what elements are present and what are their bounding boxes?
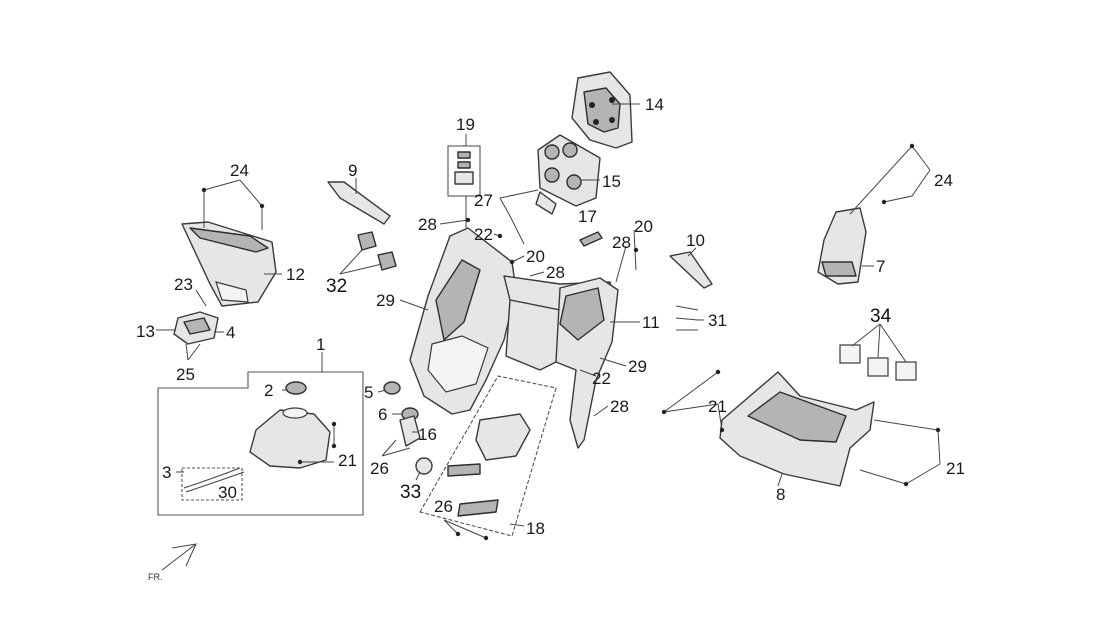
callout-4: 4 [226, 323, 235, 342]
fastener-dots [201, 143, 941, 541]
part-18-console-box [419, 375, 557, 537]
callout-1: 1 [316, 335, 325, 354]
callout-7: 7 [876, 257, 885, 276]
callout-22-top: 22 [474, 225, 493, 244]
callout-16: 16 [418, 425, 437, 444]
callout-25: 25 [176, 365, 195, 384]
callout-6: 6 [378, 405, 387, 424]
fr-label: FR. [148, 572, 163, 582]
callout-30: 30 [218, 483, 237, 502]
callout-18: 18 [526, 519, 545, 538]
small-parts-5-6-16-33 [383, 381, 433, 475]
callout-13: 13 [136, 322, 155, 341]
part-8-floor-panel [719, 371, 875, 487]
callout-29-right: 29 [628, 357, 647, 376]
callout-22-right: 22 [592, 369, 611, 388]
part-31-screws [675, 305, 699, 331]
part-15-bracket-plate [535, 134, 601, 215]
callout-10: 10 [686, 231, 705, 250]
callout-28-right: 28 [612, 233, 631, 252]
part-1-tank-assembly-box [157, 371, 364, 516]
callout-32: 32 [326, 276, 347, 297]
callout-14: 14 [645, 95, 664, 114]
callout-24-right: 24 [934, 171, 953, 190]
callout-2: 2 [264, 381, 273, 400]
part-9-left-panel-strip [327, 181, 391, 225]
leader-lines [156, 103, 941, 539]
callout-17: 17 [578, 207, 597, 226]
main-inner-cover [409, 227, 619, 449]
callout-20-center: 20 [526, 247, 545, 266]
callout-9: 9 [348, 161, 357, 180]
callout-28-center: 28 [546, 263, 565, 282]
front-direction-marker: FR. [148, 543, 197, 582]
callout-28-bottom: 28 [610, 397, 629, 416]
callout-33: 33 [400, 482, 421, 503]
callout-21-floor-left: 21 [708, 397, 727, 416]
callout-3: 3 [162, 463, 171, 482]
part-19-clip-set [447, 145, 481, 197]
callout-5: 5 [364, 383, 373, 402]
callout-labels: 14 15 19 27 24 24 9 28 22 20 28 17 28 20… [136, 95, 965, 538]
callout-21-floor-right: 21 [946, 459, 965, 478]
part-10-right-panel-strip [669, 251, 713, 289]
callout-26-bottom: 26 [434, 497, 453, 516]
callout-20-right: 20 [634, 217, 653, 236]
part-12-front-upper-cover [181, 221, 277, 307]
callout-11: 11 [642, 313, 660, 332]
callout-23: 23 [174, 275, 193, 294]
callout-15: 15 [602, 172, 621, 191]
callout-34: 34 [870, 306, 892, 327]
callout-31: 31 [708, 311, 727, 330]
callout-24-left: 24 [230, 161, 249, 180]
part-17-grille [579, 231, 603, 247]
callout-21-box: 21 [338, 451, 357, 470]
part-32-clips [357, 231, 397, 271]
callout-26-left: 26 [370, 459, 389, 478]
callout-12: 12 [286, 265, 305, 284]
callout-28-top: 28 [418, 215, 437, 234]
callout-29-left: 29 [376, 291, 395, 310]
callout-19: 19 [456, 115, 475, 134]
callout-27: 27 [474, 191, 493, 210]
part-34-label-stickers [839, 323, 917, 381]
callout-8: 8 [776, 485, 785, 504]
part-7-right-cover [817, 207, 867, 285]
part-14-rear-carrier [571, 71, 633, 149]
part-4-mount-bracket [173, 311, 219, 345]
